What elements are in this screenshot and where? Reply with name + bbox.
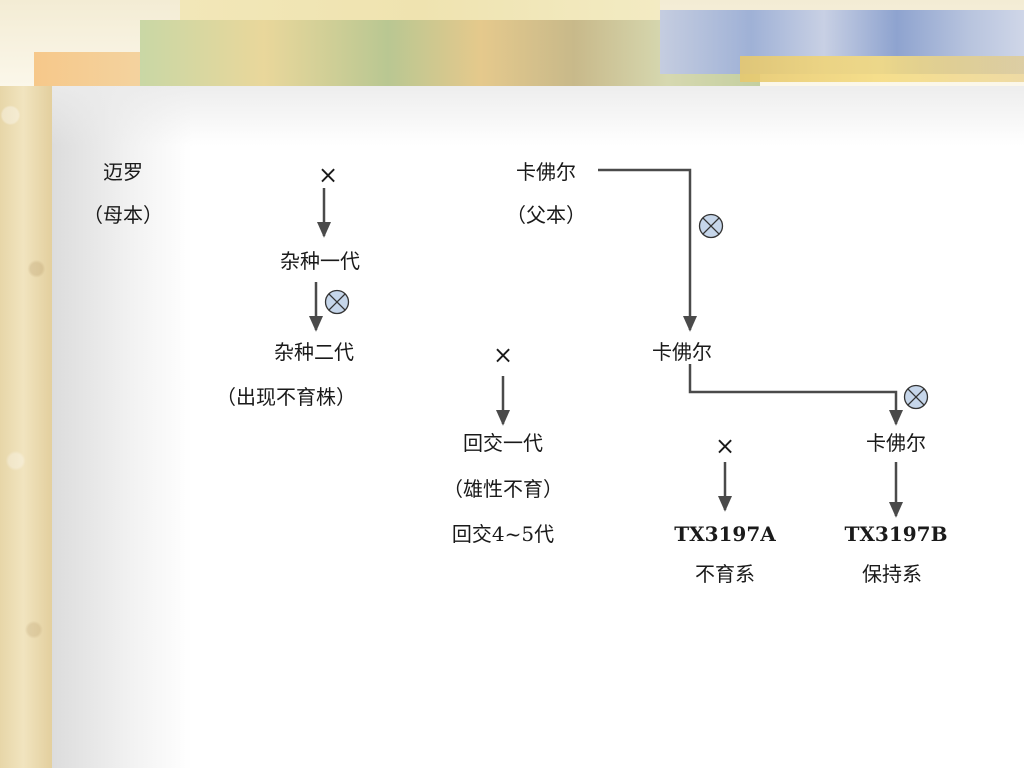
node-f1: 杂种一代 xyxy=(280,249,360,273)
node-bc45: 回交4~5代 xyxy=(451,522,555,546)
node-tx3197a: TX3197A xyxy=(674,522,776,546)
header-leaf-image xyxy=(140,20,760,86)
node-kafuer-mid: 卡佛尔 xyxy=(652,340,712,364)
left-shadow xyxy=(52,86,192,768)
paper-texture-border xyxy=(0,0,52,768)
node-mother-label: （母本） xyxy=(83,203,163,227)
node-male-sterile: （雄性不育） xyxy=(443,477,563,501)
cross-symbol: × xyxy=(317,161,339,189)
selfing-icon xyxy=(903,384,929,410)
selfing-icon xyxy=(698,213,724,239)
node-mailuo: 迈罗 xyxy=(103,160,143,184)
header-grain-image xyxy=(740,56,1024,82)
node-maintainer-line: 保持系 xyxy=(862,562,922,586)
cross-symbol: × xyxy=(492,341,514,369)
header-image-strip xyxy=(180,0,660,22)
header-shadow xyxy=(52,86,1024,146)
node-bc1: 回交一代 xyxy=(463,431,543,455)
node-kafuer-right: 卡佛尔 xyxy=(866,431,926,455)
arrow-father-to-kafuer xyxy=(598,168,697,332)
node-sterile-line: 不育系 xyxy=(695,562,755,586)
node-kafuer-top: 卡佛尔 xyxy=(516,160,576,184)
selfing-icon xyxy=(324,289,350,315)
arrow-kafuer-to-right xyxy=(688,364,903,426)
node-sterile-appear: （出现不育株） xyxy=(216,385,356,409)
node-father-label: （父本） xyxy=(506,203,586,227)
node-f2: 杂种二代 xyxy=(274,340,354,364)
cross-symbol: × xyxy=(714,432,736,460)
node-tx3197b: TX3197B xyxy=(844,522,948,546)
